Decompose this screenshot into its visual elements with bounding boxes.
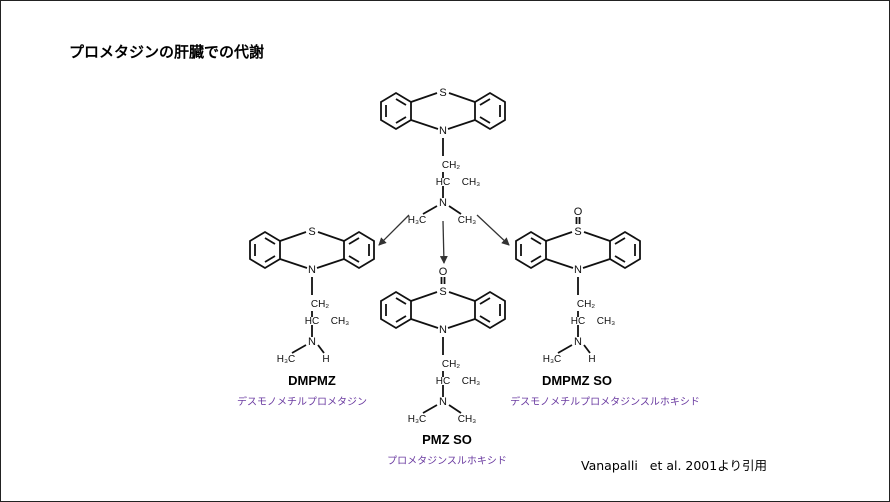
dmpmz-label: DMPMZ	[288, 373, 336, 388]
sulfur-atom: S	[308, 226, 315, 238]
nitrogen-atom: N	[308, 264, 316, 276]
pmz-so-japanese-label: プロメタジンスルホキシド	[387, 456, 507, 467]
ch2-group: CH₂	[442, 160, 460, 171]
arrow-to-dmpmz	[378, 214, 410, 246]
ch3-group-2: CH₃	[458, 215, 477, 226]
nitrogen-atom: N	[439, 324, 447, 336]
dmpmz-japanese-label: デスモノメチルプロメタジン	[237, 397, 367, 408]
sulfur-atom: S	[439, 286, 446, 298]
nitrogen-amine: N	[308, 336, 316, 348]
arrow-to-dmpmz-so	[476, 214, 510, 246]
ch3-group-2: CH₃	[458, 414, 477, 425]
sulfur-atom: S	[574, 226, 581, 238]
hydrogen-atom: H	[322, 354, 329, 365]
ch2-group: CH₂	[577, 299, 595, 310]
dmpmz-so-japanese-label: デスモノメチルプロメタジンスルホキシド	[510, 397, 700, 408]
nitrogen-amine: N	[439, 197, 447, 209]
nitrogen-atom: N	[574, 264, 582, 276]
ch3-group: CH₃	[331, 316, 350, 327]
ch3-group: CH₃	[597, 316, 616, 327]
hc-group: HC	[571, 316, 585, 327]
dmpmz-so-structure: O S N CH₂ HC CH₃ N H₃C H	[515, 206, 641, 365]
ch3-group: CH₃	[462, 376, 481, 387]
hc-group: HC	[436, 376, 450, 387]
ch3-group: CH₃	[462, 177, 481, 188]
ch2-group: CH₂	[442, 359, 460, 370]
pmz-so-structure: O S N CH₂ HC CH₃ N H₃C CH₃	[380, 266, 506, 425]
h3c-group: H₃C	[408, 215, 427, 226]
dmpmz-structure: S N CH₂ HC CH₃ N H₃C H	[249, 226, 375, 365]
nitrogen-amine: N	[574, 336, 582, 348]
nitrogen-atom: N	[439, 125, 447, 137]
h3c-group: H₃C	[543, 354, 562, 365]
pmz-so-label: PMZ SO	[422, 432, 472, 447]
slide-title: プロメタジンの肝臓での代謝	[69, 43, 265, 61]
oxygen-atom: O	[439, 266, 448, 278]
hc-group: HC	[436, 177, 450, 188]
h3c-group: H₃C	[277, 354, 296, 365]
nitrogen-amine: N	[439, 396, 447, 408]
promethazine-structure: S N CH₂ HC CH₃ N H₃C CH₃	[380, 87, 506, 226]
sulfur-atom: S	[439, 87, 446, 99]
oxygen-atom: O	[574, 206, 583, 218]
h3c-group: H₃C	[408, 414, 427, 425]
arrow-to-pmz-so	[439, 220, 448, 264]
citation: Vanapalli et al. 2001より引用	[581, 458, 767, 473]
hc-group: HC	[305, 316, 319, 327]
ch2-group: CH₂	[311, 299, 329, 310]
dmpmz-so-label: DMPMZ SO	[541, 373, 613, 388]
hydrogen-atom: H	[588, 354, 595, 365]
